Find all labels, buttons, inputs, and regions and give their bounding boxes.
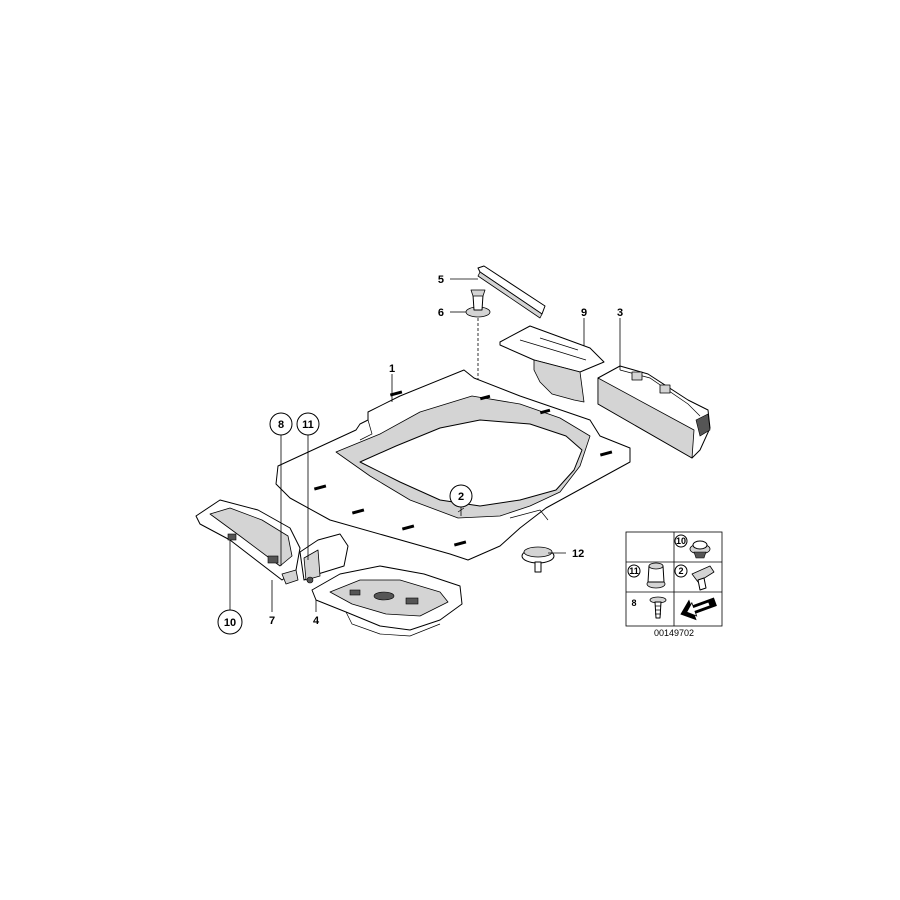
callout-5[interactable]: 5 xyxy=(438,274,444,286)
fitting-direction-arrow-icon xyxy=(680,597,717,621)
diagram-code: 00149702 xyxy=(654,628,694,638)
callout-10: 10 xyxy=(224,617,236,629)
callout-2: 2 xyxy=(458,491,464,503)
legend-label-11: 11 xyxy=(629,566,639,576)
part-3-side-panel[interactable] xyxy=(597,365,711,459)
callout-6[interactable]: 6 xyxy=(438,307,444,319)
callout-11: 11 xyxy=(302,419,314,431)
part-4-storage-tray[interactable] xyxy=(311,565,463,637)
part-9-side-trim[interactable] xyxy=(499,325,605,403)
callout-1[interactable]: 1 xyxy=(389,363,395,375)
legend-label-8: 8 xyxy=(631,598,636,608)
callout-9[interactable]: 9 xyxy=(581,307,587,319)
part-12-plug[interactable] xyxy=(521,546,555,573)
callout-12[interactable]: 12 xyxy=(572,548,584,560)
legend-label-10: 10 xyxy=(676,536,686,546)
callout-8-circled[interactable]: 8 xyxy=(269,412,293,436)
part-7-trim-panel[interactable] xyxy=(195,499,301,585)
part-6-expanding-clip[interactable] xyxy=(465,289,491,318)
callout-7[interactable]: 7 xyxy=(269,615,275,627)
legend-label-2: 2 xyxy=(678,566,683,576)
callout-4[interactable]: 4 xyxy=(313,615,320,627)
legend-item-11[interactable]: 11 xyxy=(627,562,666,589)
callout-11-circled[interactable]: 11 xyxy=(296,412,320,436)
legend-item-2[interactable]: 2 xyxy=(674,564,715,591)
callout-8: 8 xyxy=(278,419,284,431)
part-5-trim-strip[interactable] xyxy=(477,265,546,319)
callout-10-circled[interactable]: 10 xyxy=(217,609,243,635)
leader-lines xyxy=(229,278,621,612)
hardware-legend: 10 11 2 8 xyxy=(625,531,723,627)
callout-3[interactable]: 3 xyxy=(617,307,623,319)
legend-item-8[interactable]: 8 xyxy=(631,596,667,619)
callout-2-circled[interactable]: 2 xyxy=(449,484,473,508)
legend-item-10[interactable]: 10 xyxy=(674,534,711,559)
part-1-luggage-compartment-floor[interactable] xyxy=(275,369,631,561)
